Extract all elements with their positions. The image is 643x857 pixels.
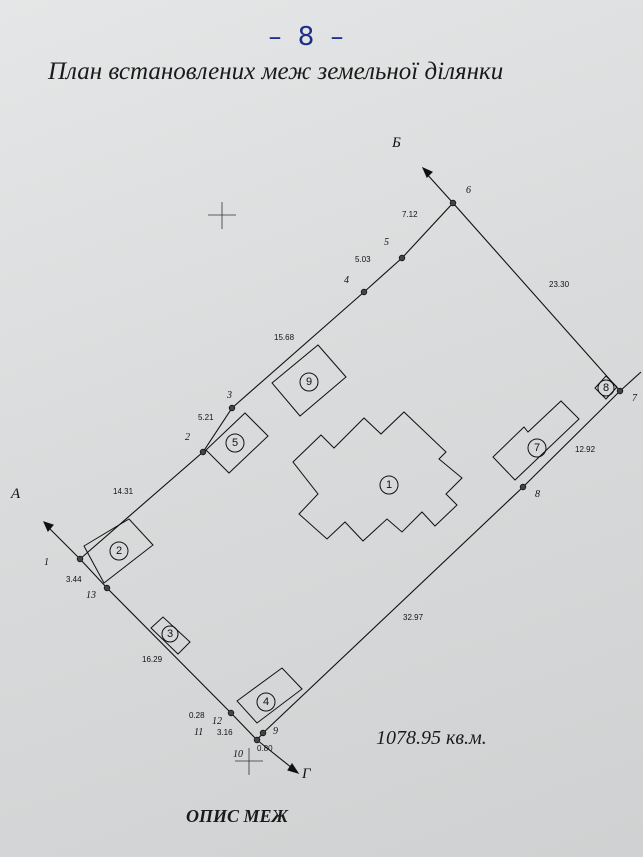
- direction-b-label: Б: [391, 135, 401, 151]
- building-3-number: 3: [167, 628, 173, 640]
- dimension-5-4: 5.03: [355, 255, 371, 264]
- dimension-3-2: 5.21: [198, 413, 214, 422]
- point-12-marker: [227, 709, 235, 717]
- building-4-number: 4: [263, 696, 269, 708]
- arrow-b-head: [421, 166, 433, 178]
- building-2-outline: [83, 518, 154, 584]
- dimension-11-10: 3.16: [217, 728, 233, 737]
- building-4-outline: [236, 667, 303, 724]
- building-1-outline: [292, 411, 463, 542]
- building-2-number: 2: [116, 545, 122, 557]
- building-5-number-circle: [225, 433, 245, 453]
- building-1-number-circle: [379, 475, 399, 495]
- dimension-8-7: 12.92: [575, 445, 596, 454]
- dimension-7-6: 23.30: [549, 280, 570, 289]
- parcel-area: 1078.95 кв.м.: [376, 727, 487, 749]
- dimension-6-5: 7.12: [402, 210, 418, 219]
- point-9-label: 9: [273, 726, 278, 737]
- arrow-b-line: [424, 171, 454, 204]
- point-8-label: 8: [535, 489, 540, 500]
- building-2-number-circle: [109, 541, 129, 561]
- point-10-marker: [253, 736, 261, 744]
- point-1-marker: [76, 555, 84, 563]
- dimension-4-3: 15.68: [274, 333, 295, 342]
- building-5-outline: [205, 412, 269, 474]
- dimension-9-8: 32.97: [403, 613, 424, 622]
- arrow-a-line: [47, 526, 81, 560]
- crosshair-mark-bottom: [235, 748, 263, 775]
- point-4-marker: [360, 288, 368, 296]
- point-8-marker: [519, 483, 527, 491]
- dimension-2-1: 14.31: [113, 487, 134, 496]
- section-heading-boundary-description: ОПИС МЕЖ: [186, 806, 289, 826]
- building-7-number-circle: [527, 438, 547, 458]
- point-10-label: 10: [233, 749, 243, 760]
- arrow-g-line: [256, 739, 293, 769]
- point-3-label: 3: [226, 390, 232, 401]
- crosshair-mark: [208, 202, 236, 229]
- point-12-label: 12: [212, 716, 222, 727]
- point-5-label: 5: [384, 237, 389, 248]
- point-1-label: 1: [44, 557, 49, 568]
- dimension-1-13: 3.44: [66, 575, 82, 584]
- dimension-10-9: 0.80: [257, 744, 273, 753]
- point-13-marker: [103, 584, 111, 592]
- building-9-number: 9: [306, 376, 312, 388]
- arrow-a-head: [42, 521, 54, 533]
- building-8-number: 8: [603, 382, 609, 394]
- building-7-outline: [492, 400, 580, 481]
- dimension-12-11: 0.28: [189, 711, 205, 720]
- point-4-label: 4: [344, 275, 349, 286]
- building-1-number: 1: [386, 479, 392, 491]
- building-4-number-circle: [256, 692, 276, 712]
- point-11-label: 11: [194, 727, 203, 738]
- point-6-label: 6: [466, 185, 471, 196]
- page-title: План встановлених меж земельної ділянки: [48, 58, 504, 85]
- point-2-label: 2: [185, 432, 190, 443]
- building-9-outline: [271, 344, 347, 417]
- direction-g-label: Г: [301, 766, 312, 782]
- point-2-marker: [199, 448, 207, 456]
- arrow-g-head: [287, 763, 300, 774]
- direction-a-label: А: [10, 486, 21, 502]
- building-3-outline: [150, 616, 191, 655]
- building-9-number-circle: [299, 372, 319, 392]
- building-3-number-circle: [161, 625, 179, 643]
- building-5-number: 5: [232, 437, 238, 449]
- point-3-marker: [228, 404, 236, 412]
- page-number: – 8 –: [268, 22, 348, 52]
- point-9-marker: [259, 729, 267, 737]
- point-7-label: 7: [632, 393, 638, 404]
- dimension-13-12: 16.29: [142, 655, 163, 664]
- point-6-marker: [449, 199, 457, 207]
- building-8-number-circle: [597, 379, 615, 397]
- point-13-label: 13: [86, 590, 96, 601]
- point-7-marker: [616, 387, 624, 395]
- point-5-marker: [398, 254, 406, 262]
- arrow-7-line: [619, 371, 642, 392]
- building-7-number: 7: [534, 442, 540, 454]
